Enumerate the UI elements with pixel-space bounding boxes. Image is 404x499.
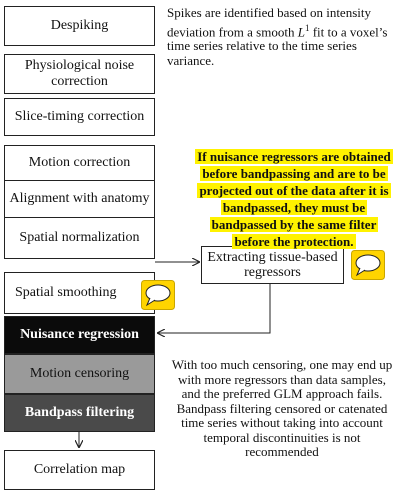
side-box-extracting-regressors: Extracting tissue-based regressors	[201, 246, 344, 284]
step-correlation-map: Correlation map	[4, 450, 155, 490]
step-slice-timing-correction: Slice-timing correction	[4, 98, 155, 136]
step-motion-correction: Motion correction	[4, 145, 155, 181]
step-label: Bandpass filtering	[24, 405, 135, 420]
despiking-note-symbol: L	[297, 23, 305, 39]
despiking-note-superscript: 1	[304, 22, 310, 33]
despiking-note: Spikes are identified based on intensity…	[167, 5, 389, 68]
despiking-note-suffix: fit to a voxel’s time series relative to…	[167, 23, 388, 68]
step-label: Correlation map	[33, 462, 126, 477]
bandpass-warning-note: If nuisance regressors are obtained befo…	[194, 148, 394, 250]
step-label: Spatial normalization	[19, 230, 140, 245]
step-nuisance-regression: Nuisance regression	[4, 316, 155, 354]
step-label: Slice-timing correction	[14, 109, 145, 124]
step-label: Motion censoring	[29, 366, 130, 381]
step-alignment-with-anatomy: Alignment with anatomy	[4, 180, 155, 218]
step-physiological-noise-correction: Physiological noise correction	[4, 54, 155, 94]
arrow-to-nuisance-regression	[158, 284, 271, 333]
censoring-warning-note: With too much censoring, one may end up …	[171, 357, 393, 460]
step-despiking: Despiking	[4, 6, 155, 46]
step-spatial-smoothing: Spatial smoothing	[4, 272, 155, 314]
speech-bubble-icon	[351, 250, 385, 280]
step-motion-censoring: Motion censoring	[4, 354, 155, 394]
step-spatial-normalization: Spatial normalization	[4, 217, 155, 259]
step-bandpass-filtering: Bandpass filtering	[4, 394, 155, 432]
side-box-label: Extracting tissue-based regressors	[207, 250, 338, 280]
step-label: Motion correction	[28, 155, 131, 170]
step-label: Despiking	[50, 18, 109, 33]
step-label: Physiological noise correction	[24, 58, 135, 89]
step-label: Alignment with anatomy	[9, 191, 150, 206]
step-label: Spatial smoothing	[15, 285, 117, 300]
step-label: Nuisance regression	[20, 327, 139, 342]
speech-bubble-icon	[141, 280, 175, 310]
bandpass-warning-text: If nuisance regressors are obtained befo…	[195, 149, 393, 249]
despiking-note-prefix: Spikes are identified based on intensity…	[167, 5, 371, 39]
censoring-warning-text: With too much censoring, one may end up …	[171, 357, 393, 459]
